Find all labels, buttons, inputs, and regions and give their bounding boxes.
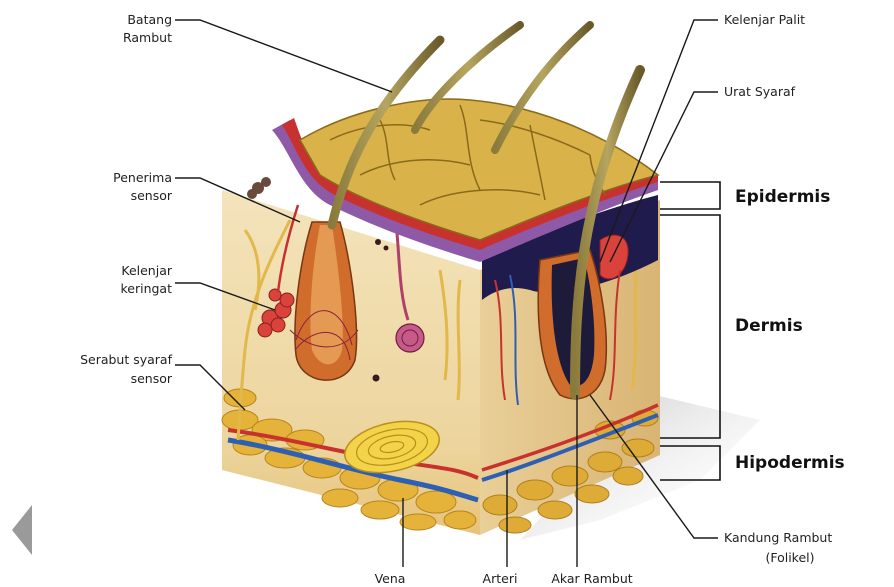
label-hipodermis: Hipodermis: [735, 453, 845, 473]
label-batang-rambut-line1: Batang: [127, 12, 172, 27]
label-serabut-syaraf-line1: Serabut syaraf: [80, 352, 173, 367]
label-penerima-sensor-line1: Penerima: [113, 170, 172, 185]
label-arteri: Arteri: [483, 571, 518, 586]
sensor-receptor: [247, 177, 271, 199]
label-akar-rambut: Akar Rambut: [551, 571, 632, 586]
label-penerima-sensor-line2: sensor: [131, 188, 173, 203]
label-dermis: Dermis: [735, 316, 803, 336]
label-kandung-rambut-line1: Kandung Rambut: [724, 530, 832, 545]
label-kelenjar-keringat-line1: Kelenjar: [121, 263, 172, 278]
label-urat-syaraf: Urat Syaraf: [724, 84, 796, 99]
label-kelenjar-palit: Kelenjar Palit: [724, 12, 805, 27]
label-serabut-syaraf-line2: sensor: [131, 371, 173, 386]
left-edge-arrow: [12, 505, 32, 555]
label-kelenjar-keringat-line2: keringat: [120, 281, 172, 296]
label-vena: Vena: [375, 571, 406, 586]
label-kandung-rambut-line2: (Folikel): [765, 550, 814, 565]
label-epidermis: Epidermis: [735, 187, 830, 207]
label-batang-rambut-line2: Rambut: [123, 30, 172, 45]
